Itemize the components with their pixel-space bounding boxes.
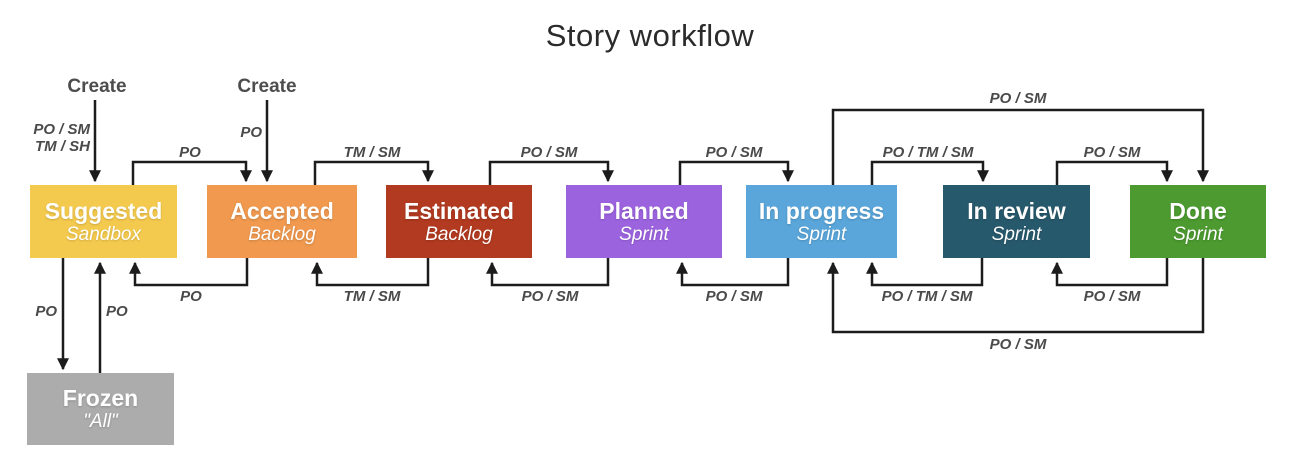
arrow-estimated-to-accepted [311, 258, 430, 287]
state-title: Estimated [404, 197, 514, 224]
arrow-estimated-to-planned [488, 160, 614, 186]
state-estimated: Estimated Backlog [386, 185, 532, 258]
state-title: Accepted [230, 197, 334, 224]
page-title: Story workflow [545, 18, 755, 53]
transition-actors-line: PO / SM [33, 121, 90, 138]
arrow-inreview-to-done [1055, 160, 1173, 186]
state-location: Backlog [425, 223, 493, 245]
arrow-planned-to-estimated [486, 258, 610, 287]
transition-label-forward: PO / SM [989, 90, 1047, 107]
transition-label-backward: PO / SM [989, 336, 1047, 353]
state-location: Backlog [248, 223, 316, 245]
state-location: Sprint [796, 223, 847, 245]
state-title: Planned [599, 197, 689, 224]
create-label: Create [67, 76, 127, 97]
state-frozen: Frozen "All" [27, 373, 174, 445]
arrow-accepted-to-suggested [129, 258, 249, 287]
transition-label-backward: PO / SM [705, 288, 763, 305]
arrow-accepted-to-estimated [313, 160, 434, 186]
transition-actors: PO [240, 124, 262, 141]
state-location: "All" [83, 411, 118, 432]
state-title: Done [1169, 197, 1227, 224]
state-title: Suggested [44, 197, 163, 224]
create-label: Create [237, 76, 297, 97]
transition-label-backward: PO / SM [521, 288, 579, 305]
state-location: Sprint [619, 223, 669, 245]
transition-label-backward: PO / SM [1083, 288, 1141, 305]
state-suggested: Suggested Sandbox [30, 185, 177, 258]
transition-label-forward: TM / SM [343, 144, 401, 161]
transition-label-freeze: PO [35, 303, 57, 320]
arrow-done-to-inreview [1051, 258, 1169, 287]
arrow-inprogress-to-inreview [870, 160, 989, 186]
state-location: Sandbox [65, 223, 141, 245]
arrow-inprogress-to-planned [676, 258, 790, 287]
state-title: In progress [758, 197, 885, 224]
state-in-review: In review Sprint [943, 185, 1090, 258]
state-in-progress: In progress Sprint [746, 185, 897, 258]
transition-label-forward: PO [179, 144, 201, 161]
transition-label-forward: PO / SM [520, 144, 578, 161]
transition-label-forward: PO / TM / SM [882, 144, 974, 161]
transition-label-forward: PO / SM [705, 144, 763, 161]
transition-label-forward: PO / SM [1083, 144, 1141, 161]
state-accepted: Accepted Backlog [207, 185, 357, 258]
state-title: In review [967, 197, 1066, 224]
transition-label-backward: TM / SM [343, 288, 401, 305]
state-location: Sprint [991, 223, 1042, 245]
arrow-planned-to-inprogress [678, 160, 794, 186]
state-location: Sprint [1173, 223, 1223, 245]
arrow-done-to-inprogress [827, 258, 1205, 334]
arrow-inprogress-to-done [831, 108, 1209, 186]
transition-label-backward: PO [180, 288, 202, 305]
transition-label-backward: PO / TM / SM [881, 288, 973, 305]
transition-label-unfreeze: PO [106, 303, 128, 320]
state-title: Frozen [62, 385, 139, 411]
state-planned: Planned Sprint [566, 185, 722, 258]
arrow-inreview-to-inprogress [866, 258, 984, 287]
transition-actors-line: TM / SH [35, 138, 90, 155]
arrow-suggested-to-accepted [131, 160, 252, 186]
state-done: Done Sprint [1130, 185, 1266, 258]
